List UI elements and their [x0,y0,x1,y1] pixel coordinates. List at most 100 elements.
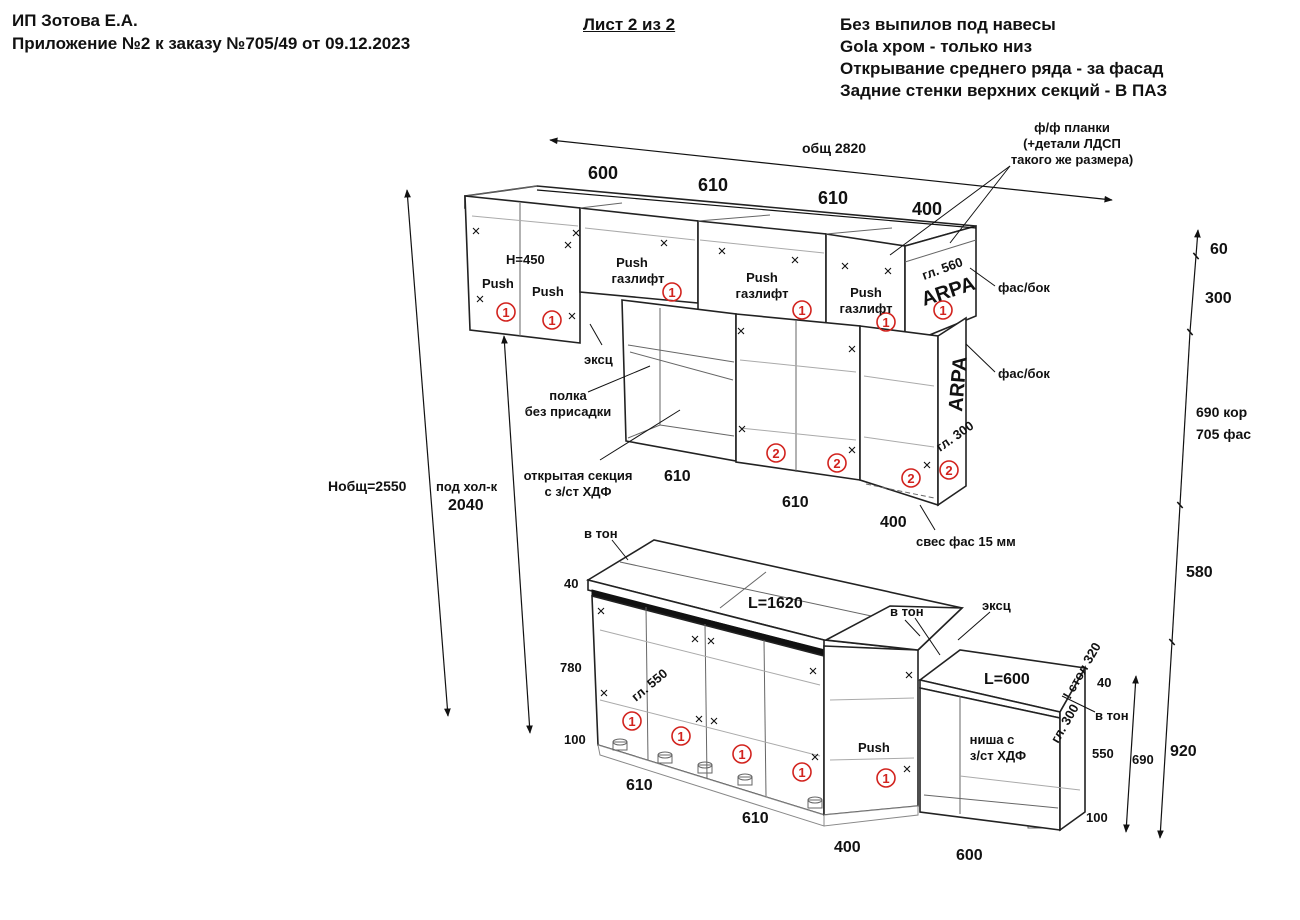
marker-1: 1 [732,744,752,764]
svg-text:1: 1 [668,285,675,300]
arpa-mid-label: ARPA [945,356,972,413]
eksc-top-label: эксц [584,352,613,367]
countertop-thickness-40: 40 [564,576,578,591]
push-label-2: Push [532,284,564,299]
fridge-label: под хол-к [436,479,498,494]
upper-cabinet-600 [464,195,581,344]
header-note-3: Открывание среднего ряда - за фасад [840,59,1164,78]
svg-text:1: 1 [882,771,889,786]
top-width-610-a: 610 [698,175,728,195]
opening-markers: 1 1 1 1 1 1 2 2 2 2 1 1 1 1 1 [496,282,959,788]
upper-side-panel [904,224,977,347]
svg-text:1: 1 [677,729,684,744]
marker-1: 1 [496,302,516,322]
right-dim-690: 690 кор [1196,404,1247,420]
svg-text:1: 1 [548,313,555,328]
marker-2: 2 [827,453,847,473]
planks-note-2: такого же размера) [1011,152,1133,167]
marker-1: 1 [933,300,953,320]
total-height-label: Нобщ=2550 [328,478,407,494]
total-width-line [549,137,1113,203]
push-label-3: Push [616,255,648,270]
v-ton-left-label: в тон [584,526,618,541]
top-width-400: 400 [912,199,942,219]
bottom-width-400: 400 [834,839,861,856]
marker-1: 1 [792,300,812,320]
marker-1: 1 [876,312,896,332]
middle-side-panel [937,316,967,507]
niche-label-1: ниша с [970,732,1015,747]
right-dim-300: 300 [1205,290,1232,307]
mid-width-610-b: 610 [782,494,809,511]
total-width-label: общ 2820 [802,140,866,156]
v-ton-right-label: в тон [1095,708,1129,723]
marker-1: 1 [662,282,682,302]
plinth-height-100-right: 100 [1086,810,1108,825]
right-dim-60: 60 [1210,241,1228,258]
right-height-550: 550 [1092,746,1114,761]
marker-1: 1 [622,711,642,731]
total-height-line [404,189,451,717]
header-note-1: Без выпилов под навесы [840,15,1056,34]
lower-cabinets [585,539,1087,832]
right-countertop-40: 40 [1097,675,1111,690]
push-bottom-label: Push [858,740,890,755]
leader-lines [587,165,1096,713]
svg-text:1: 1 [502,305,509,320]
shelf-label-2: без присадки [525,404,612,419]
mid-width-400: 400 [880,514,907,531]
planks-label: ф/ф планки [1034,120,1110,135]
svg-text:1: 1 [738,747,745,762]
marker-1: 1 [542,310,562,330]
top-width-610-b: 610 [818,188,848,208]
bottom-width-610-a: 610 [626,777,653,794]
lower-height-780: 780 [560,660,582,675]
v-ton-mid-label: в тон [890,604,924,619]
lower-corner-cabinet-400 [823,645,919,816]
plinth-height-100-left: 100 [564,732,586,747]
push-label-5: Push [850,285,882,300]
open-section-label-1: открытая секция [524,468,633,483]
push-label-4: Push [746,270,778,285]
fas-bok-mid-label: фас/бок [998,366,1050,381]
middle-cabinets [621,299,967,507]
hinge-marks [472,227,931,773]
bottom-width-610-b: 610 [742,810,769,827]
svg-text:1: 1 [939,303,946,318]
header-note-2: Gola хром - только низ [840,37,1033,56]
header-appendix: Приложение №2 к заказу №705/49 от 09.12.… [12,34,411,53]
svg-text:1: 1 [628,714,635,729]
header-sheet-number: Лист 2 из 2 [583,15,676,34]
gaslift-label-4: газлифт [736,286,789,301]
inner-690-line [1123,675,1139,833]
height-450-label: H=450 [506,252,545,267]
niche-label-2: з/ст ХДФ [970,748,1026,763]
inner-dim-690: 690 [1132,752,1154,767]
svg-text:1: 1 [798,765,805,780]
right-dim-705: 705 фас [1196,426,1251,442]
bottom-width-600: 600 [956,847,983,864]
open-section-label-2: с з/ст ХДФ [545,484,612,499]
svg-text:1: 1 [798,303,805,318]
upper-cabinets [464,185,977,347]
countertop-length-600: L=600 [984,671,1030,688]
fas-bok-top-label: фас/бок [998,280,1050,295]
svg-text:2: 2 [772,446,779,461]
marker-2: 2 [939,460,959,480]
open-section [621,299,737,462]
marker-2: 2 [766,443,786,463]
planks-note-1: (+детали ЛДСП [1023,136,1121,151]
svg-text:2: 2 [833,456,840,471]
mid-width-610-a: 610 [664,468,691,485]
marker-1: 1 [792,762,812,782]
eksc-bottom-label: эксц [982,598,1011,613]
marker-1: 1 [671,726,691,746]
gaslift-label-5: газлифт [840,301,893,316]
header-note-4: Задние стенки верхних секций - В ПАЗ [840,81,1168,100]
right-dim-920: 920 [1170,743,1197,760]
fridge-height-label: 2040 [448,497,484,514]
header-company: ИП Зотова Е.А. [12,11,138,30]
svg-text:2: 2 [907,471,914,486]
gaslift-label-3: газлифт [612,271,665,286]
